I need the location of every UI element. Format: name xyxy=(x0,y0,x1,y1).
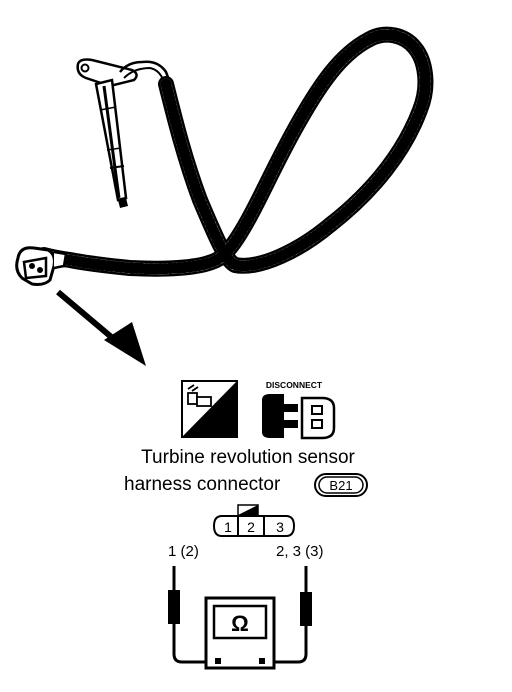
harness-connector-plug xyxy=(15,246,68,286)
connector-face: 1 2 3 xyxy=(212,504,296,537)
left-test-lead xyxy=(168,566,218,664)
sensor-probe xyxy=(94,78,128,208)
ts-icon: T.S. xyxy=(181,380,238,438)
caption-line-2: harness connector xyxy=(124,474,281,495)
ts-icon-label: T.S. xyxy=(210,423,229,435)
ohmmeter: Ω xyxy=(204,596,276,670)
pin-3-label: 3 xyxy=(276,519,284,535)
pin-2-label: 2 xyxy=(247,519,255,535)
disconnect-label: DISCONNECT xyxy=(266,380,323,390)
pointer-arrow xyxy=(56,289,146,366)
connector-id-badge: B21 xyxy=(314,473,368,497)
left-probe-label: 1 (2) xyxy=(168,543,199,560)
ohm-symbol: Ω xyxy=(231,611,249,636)
meter-terminal-left xyxy=(215,658,221,664)
turbine-revolution-sensor-illustration xyxy=(15,26,434,286)
caption-line-1: Turbine revolution sensor xyxy=(141,447,355,468)
meter-terminal-right xyxy=(259,658,265,664)
sensor-flange xyxy=(76,58,138,88)
sensor-head xyxy=(119,60,174,89)
disconnect-icon: DISCONNECT xyxy=(262,380,336,440)
pin-1-label: 1 xyxy=(224,519,232,535)
right-probe-label: 2, 3 (3) xyxy=(276,543,324,560)
harness-cable xyxy=(36,26,434,277)
right-test-lead xyxy=(262,566,312,664)
connector-id: B21 xyxy=(329,478,352,493)
